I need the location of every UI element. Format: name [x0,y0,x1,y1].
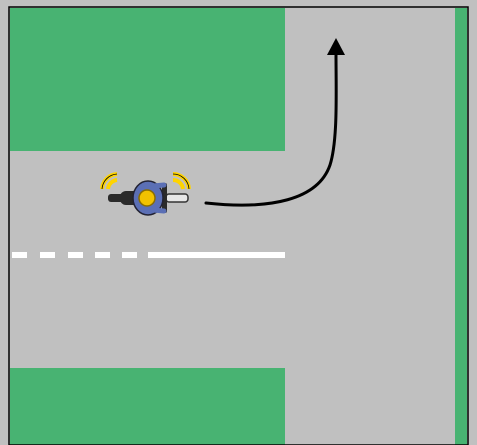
solid-marking [148,252,285,258]
dash-marking [12,252,27,258]
grass-top-left [10,8,285,151]
grass-right-verge [455,8,467,445]
dash-marking [122,252,137,258]
grass-bottom-left [10,368,285,445]
dash-marking [40,252,55,258]
centre-line [12,252,285,258]
dash-marking [95,252,110,258]
dash-marking [68,252,83,258]
